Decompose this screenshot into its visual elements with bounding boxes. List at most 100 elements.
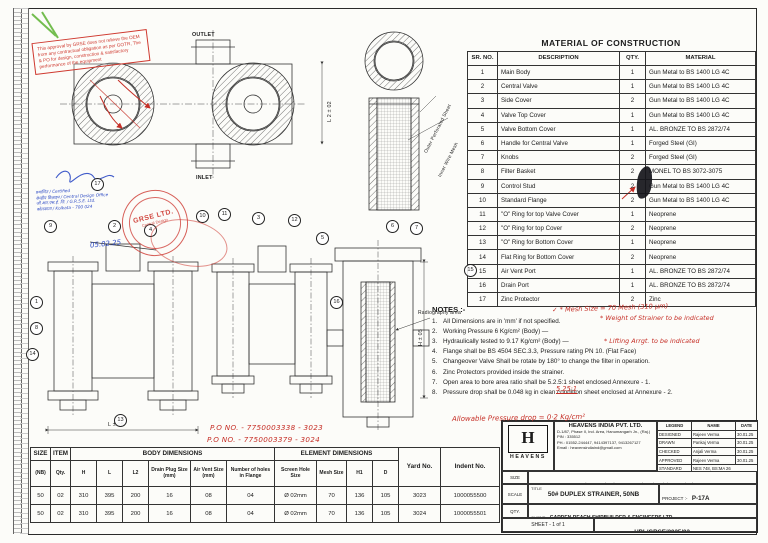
moc-row: 1 Main Body 1 Gun Metal to BS 1400 LG 4C (467, 64, 756, 81)
balloon-callout: 1 (30, 296, 43, 309)
legend-standard-value: NES 748, BS:MA 26 (691, 463, 757, 471)
cell: 136 (346, 486, 373, 505)
moc-cell-qty: 2 (619, 221, 646, 237)
dim-subheader: Mesh Size (316, 460, 347, 487)
cell: 105 (371, 486, 400, 505)
title-label: TITLE (531, 486, 542, 491)
outlet-label: OUTLET (192, 32, 215, 38)
moc-row: 6 Handle for Central Valve 1 Forged Stee… (467, 135, 756, 152)
moc-cell-desc: Flat Ring for Bottom Cover (497, 249, 620, 265)
cell: 136 (346, 504, 373, 523)
moc-cell-mat: Gun Metal to BS 1400 LG 4C (645, 64, 756, 81)
moc-header-qty: QTY. (619, 51, 646, 66)
cell: 04 (226, 486, 275, 505)
note-number: 2. (432, 327, 438, 335)
moc-row: 15 Air Vent Port 1 AL. BRONZE TO BS 2872… (467, 263, 756, 279)
po-value: GEMC-511687(2810942B) Dtd. - 29.01.2025 … (557, 482, 694, 483)
dim-subheader: (NB) (30, 460, 51, 487)
moc-cell-desc: Air Vent Port (497, 263, 620, 279)
drawing-number-cell: DRAWING NO : HPL/GRSE/2025/03 (594, 518, 757, 532)
balloon-callout: 3 (252, 212, 265, 225)
note-text: Open area to bore area ratio shall be 5.… (443, 378, 651, 386)
note-number: 4. (432, 348, 438, 356)
dim-data-row: 50 02 310 395 200 16 08 04 Ø 02mm 70 136… (30, 486, 501, 505)
moc-cell-sr: 11 (467, 206, 498, 223)
cell: 1000055500 (440, 486, 501, 505)
cell: 105 (371, 504, 400, 523)
note-item: 7. Open area to bore area ratio shall be… (432, 379, 758, 386)
cell: 310 (70, 486, 97, 505)
logo-wordmark: HEAVENS (510, 454, 546, 460)
note-item: 3. Hydraulically tested to 9.17 Kg/cm² (… (432, 338, 758, 345)
cell: 50 (30, 486, 51, 505)
legend-row: CHECKED Anjali Verma 30.01.25 (657, 446, 757, 457)
moc-cell-sr: 3 (467, 93, 498, 109)
note-item: 8. Pressure drop shall be 0.048 kg in cl… (432, 389, 758, 396)
moc-cell-mat: Neoprene (645, 235, 756, 251)
legend-date: 30.01.25 (735, 446, 757, 457)
legend-cell: LEGEND NAME DATE DESIGNED Rajeev Verma 3… (657, 421, 757, 471)
legend-row: DESIGNED Rajeev Verma 30.01.25 (657, 429, 757, 440)
legend-role: CHECKED (657, 446, 692, 457)
legend-date: 30.01.25 (735, 429, 757, 440)
moc-cell-qty: 1 (619, 235, 646, 251)
moc-row: 8 Filter Basket 2 MONEL TO BS 3072-3075 (467, 164, 756, 180)
radiography-area-label: Radiography area (418, 310, 461, 316)
cell: 3023 (398, 486, 442, 505)
client-value: GARDEN REACH SHIPBUILDER & ENGINEERS LTD (549, 515, 673, 518)
title-block: H HEAVENS HEAVENS INDIA PVT. LTD. D-1/87… (501, 420, 758, 533)
legend-header: DATE (735, 421, 757, 431)
cell: Ø 02mm (274, 486, 317, 505)
legend-role: DRAWN (657, 438, 692, 448)
note-number: 1. (432, 317, 438, 325)
cell: 04 (226, 504, 275, 523)
dim-subheader: L (96, 460, 123, 487)
moc-cell-sr: 1 (467, 64, 498, 81)
moc-cell-desc: Handle for Central Valve (497, 135, 620, 152)
dim-header-yard: Yard No. (398, 447, 442, 487)
note-number: 8. (432, 389, 438, 397)
moc-cell-mat: Neoprene (645, 221, 756, 237)
moc-cell-desc: Standard Flange (497, 192, 620, 208)
note-number: 3. (432, 337, 438, 345)
weight-annotation: * Weight of Strainer to be indicated (600, 314, 714, 322)
cell: 16 (148, 504, 191, 523)
client-label: CLIENT (531, 515, 546, 518)
cell: 200 (122, 504, 149, 523)
moc-cell-mat: MONEL TO BS 3072-3075 (645, 164, 756, 180)
cell: 08 (190, 504, 227, 523)
cell: 395 (96, 504, 123, 523)
moc-cell-mat: Gun Metal to BS 1400 LG 4C (645, 192, 756, 208)
moc-row: 13 "O" Ring for Bottom Cover 1 Neoprene (467, 235, 756, 251)
dim-subheader: H1 (346, 460, 373, 487)
balloon-callout: 10 (196, 210, 209, 223)
legend-table: LEGEND NAME DATE DESIGNED Rajeev Verma 3… (657, 421, 757, 471)
po-number-annotation-2: P.O NO. - 7750003379 - 3024 (207, 435, 321, 444)
moc-header-sr: SR. NO. (467, 51, 498, 66)
balloon-callout: 7 (410, 222, 423, 235)
balloon-callout: 11 (218, 208, 231, 221)
cell: 16 (148, 486, 191, 505)
moc-cell-qty: 1 (619, 64, 646, 81)
legend-role: APPROVED (657, 455, 692, 465)
legend-standard-row: STANDARD NES 748, BS:MA 26 (657, 463, 757, 471)
size-label-cell: SIZE (502, 471, 528, 484)
moc-row: 7 Knobs 2 Forged Steel (GI) (467, 150, 756, 166)
left-margin-text-strip-2 (20, 8, 29, 534)
dim-subheader: Screen Hole Size (274, 460, 317, 487)
note-text: Working Pressure 6 Kg/cm² (Body) — (443, 327, 549, 335)
moc-cell-sr: 7 (467, 150, 498, 166)
inlet-label: INLET (196, 175, 213, 181)
note-item: 6. Zinc Protectors provided inside the s… (432, 369, 758, 376)
moc-cell-desc: "O" Ring for Bottom Cover (497, 235, 620, 251)
balloon-callout: 17 (91, 178, 104, 191)
moc-cell-mat: AL. BRONZE TO BS 2872/74 (645, 263, 756, 279)
balloon-callout: 16 (330, 296, 343, 309)
notes-section: NOTES :- 1. All Dimensions are in 'mm' i… (432, 305, 758, 399)
legend-header: NAME (691, 421, 736, 431)
moc-cell-desc: Control Stud (497, 178, 620, 194)
dim-data-row: 50 02 310 395 200 16 08 04 Ø 02mm 70 136… (30, 504, 501, 523)
moc-cell-qty: 2 (619, 291, 646, 308)
